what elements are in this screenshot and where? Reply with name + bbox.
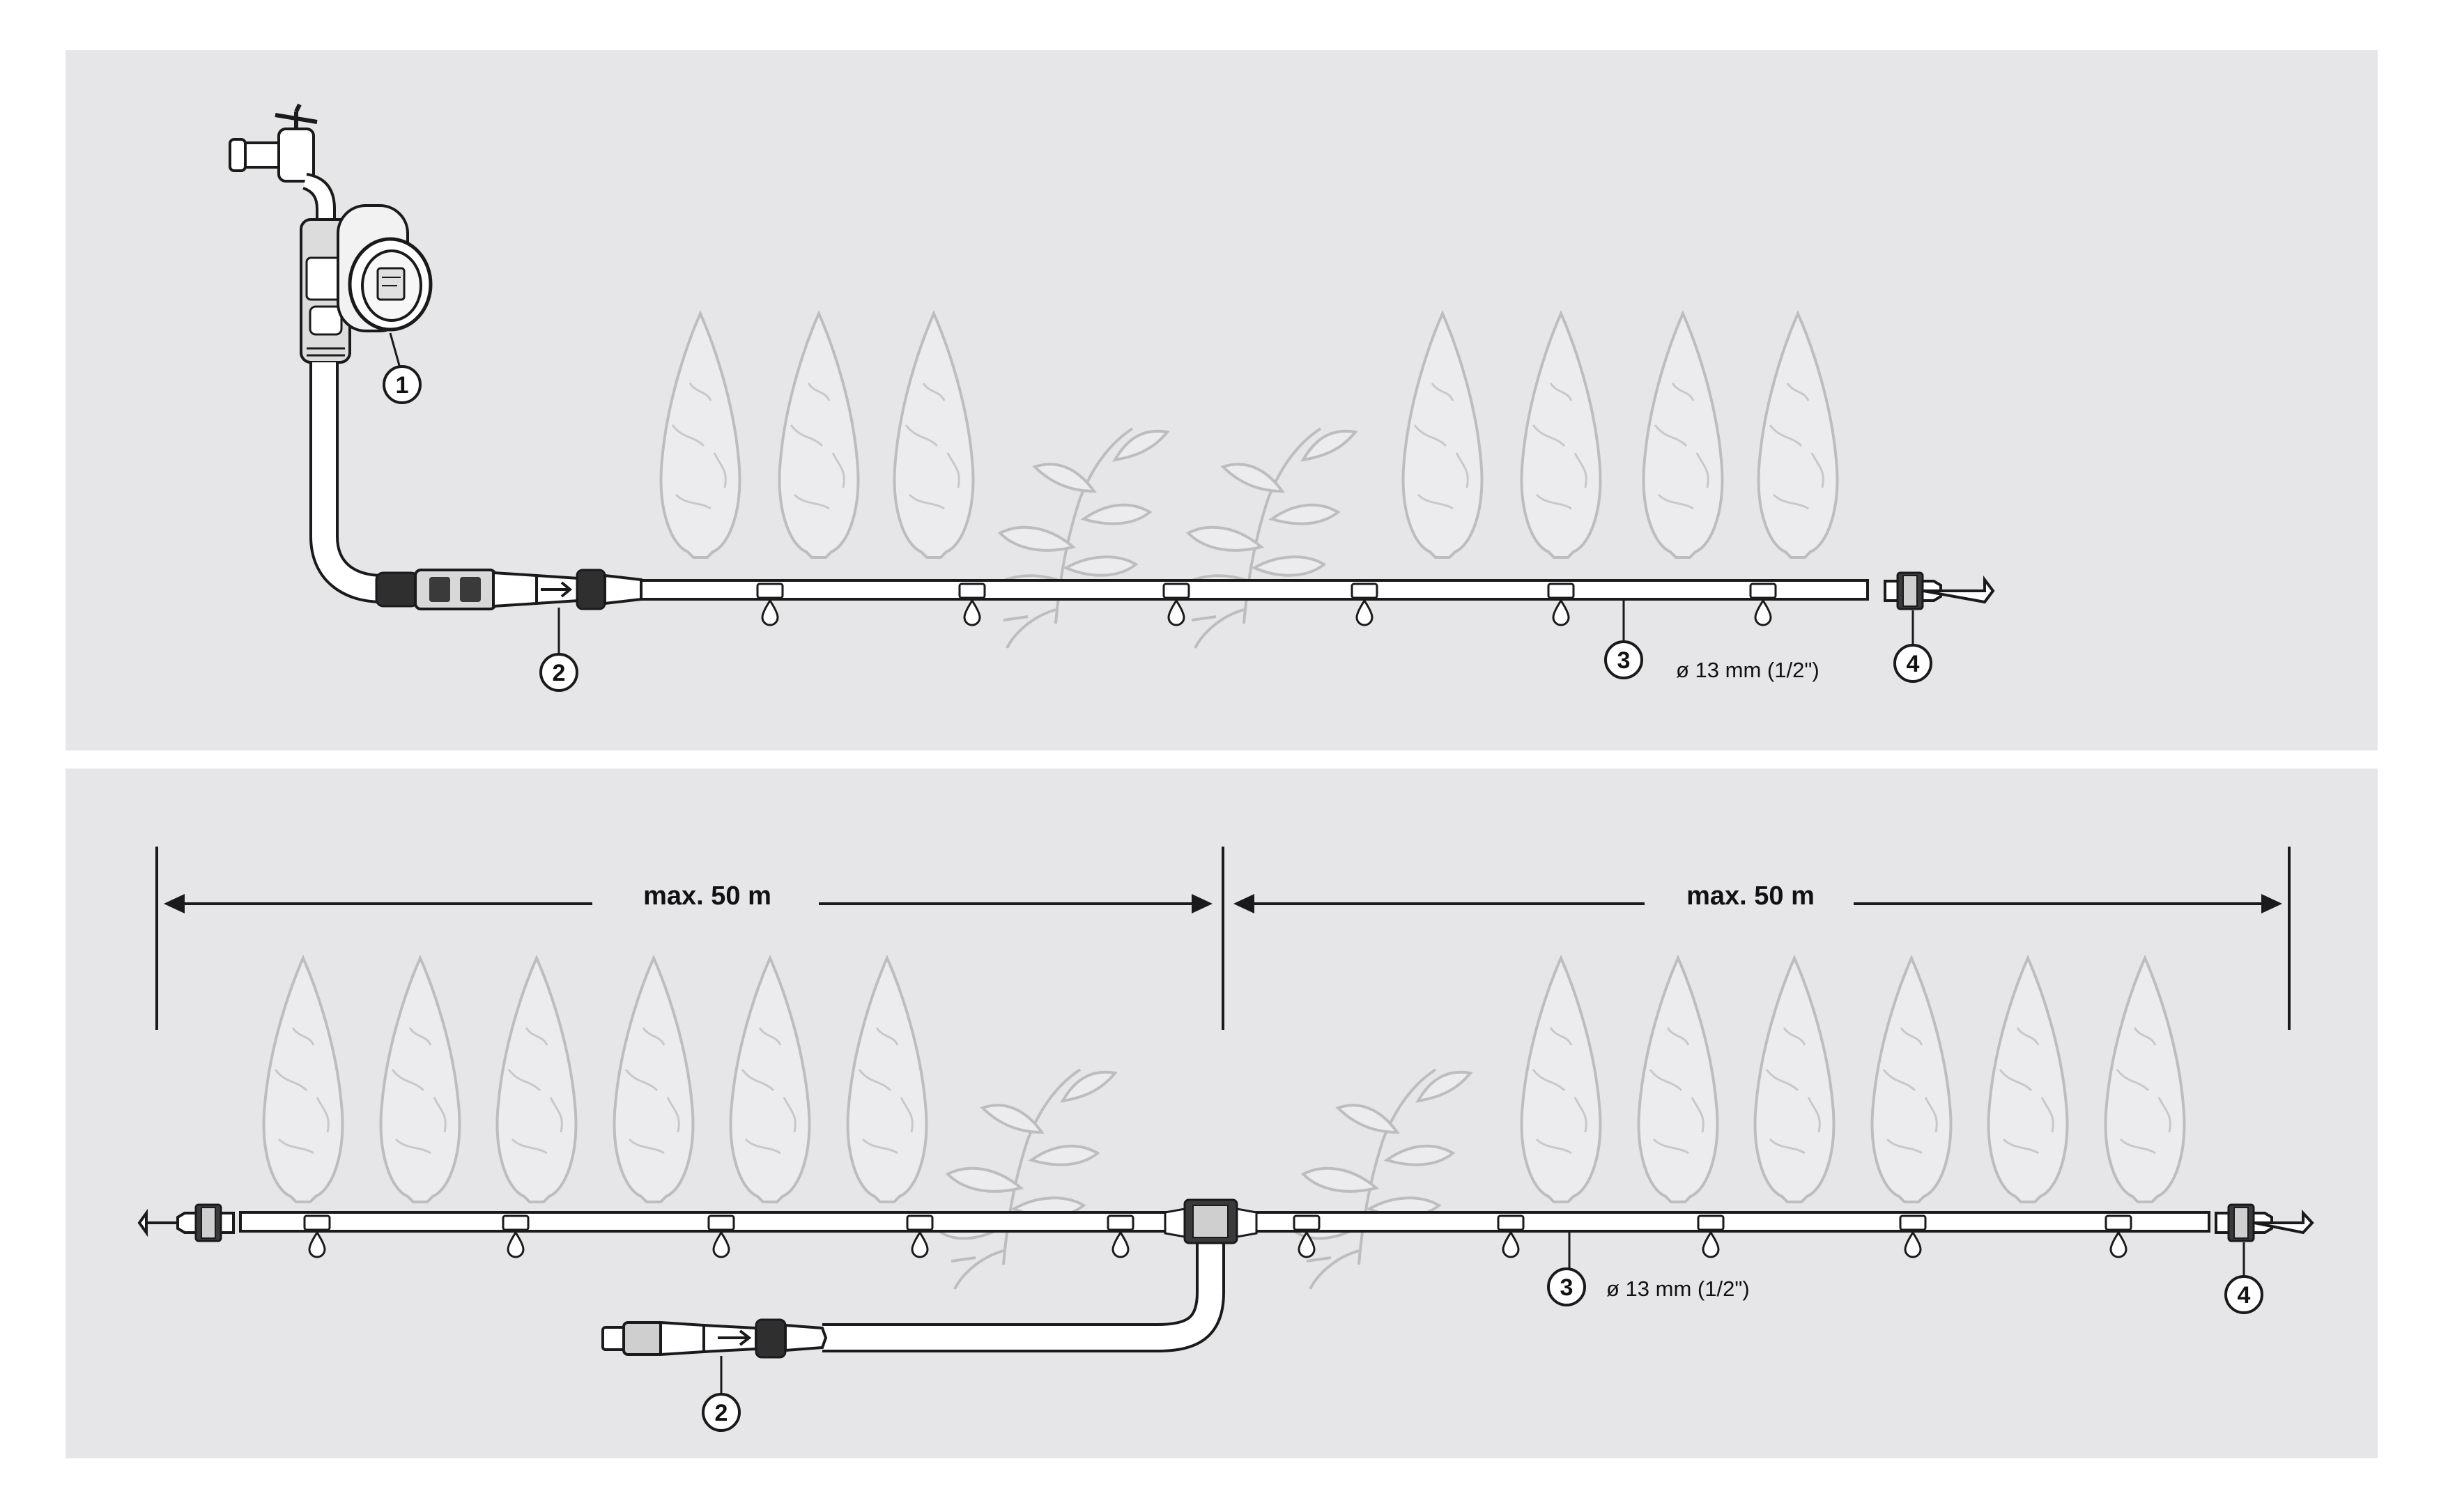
pipe-diameter-label-top: ø 13 mm (1/2") bbox=[1676, 658, 1819, 682]
connector-device bbox=[375, 569, 647, 610]
dimension-label-right: max. 50 m bbox=[1686, 881, 1815, 911]
connector-device-bottom bbox=[601, 1318, 828, 1359]
callout-3-bottom: 3 bbox=[1547, 1267, 1586, 1306]
callout-4-top: 4 bbox=[1893, 644, 1932, 683]
svg-text:1: 1 bbox=[396, 372, 409, 399]
callout-2-top: 2 bbox=[539, 653, 578, 692]
callout-4-bottom: 4 bbox=[2224, 1275, 2263, 1314]
svg-text:2: 2 bbox=[715, 1400, 728, 1426]
pipe-diameter-label-bottom: ø 13 mm (1/2") bbox=[1606, 1276, 1750, 1301]
svg-text:3: 3 bbox=[1560, 1274, 1574, 1301]
callout-3-top: 3 bbox=[1604, 640, 1643, 679]
svg-text:3: 3 bbox=[1617, 647, 1631, 674]
end-plug-bottom-left bbox=[176, 1203, 235, 1242]
svg-text:4: 4 bbox=[2238, 1282, 2251, 1309]
top-diagram-panel bbox=[66, 50, 2378, 750]
drip-pipe-top bbox=[640, 579, 1869, 626]
water-computer bbox=[300, 204, 433, 364]
dimension-lines bbox=[155, 847, 2291, 1030]
svg-text:2: 2 bbox=[553, 660, 566, 686]
t-connector bbox=[822, 1198, 1258, 1352]
faucet-icon bbox=[229, 103, 336, 224]
callout-1: 1 bbox=[383, 365, 422, 404]
supply-hose bbox=[309, 362, 384, 603]
dimension-label-left: max. 50 m bbox=[643, 881, 771, 911]
svg-text:4: 4 bbox=[1907, 651, 1920, 677]
callout-2-bottom: 2 bbox=[702, 1393, 741, 1432]
